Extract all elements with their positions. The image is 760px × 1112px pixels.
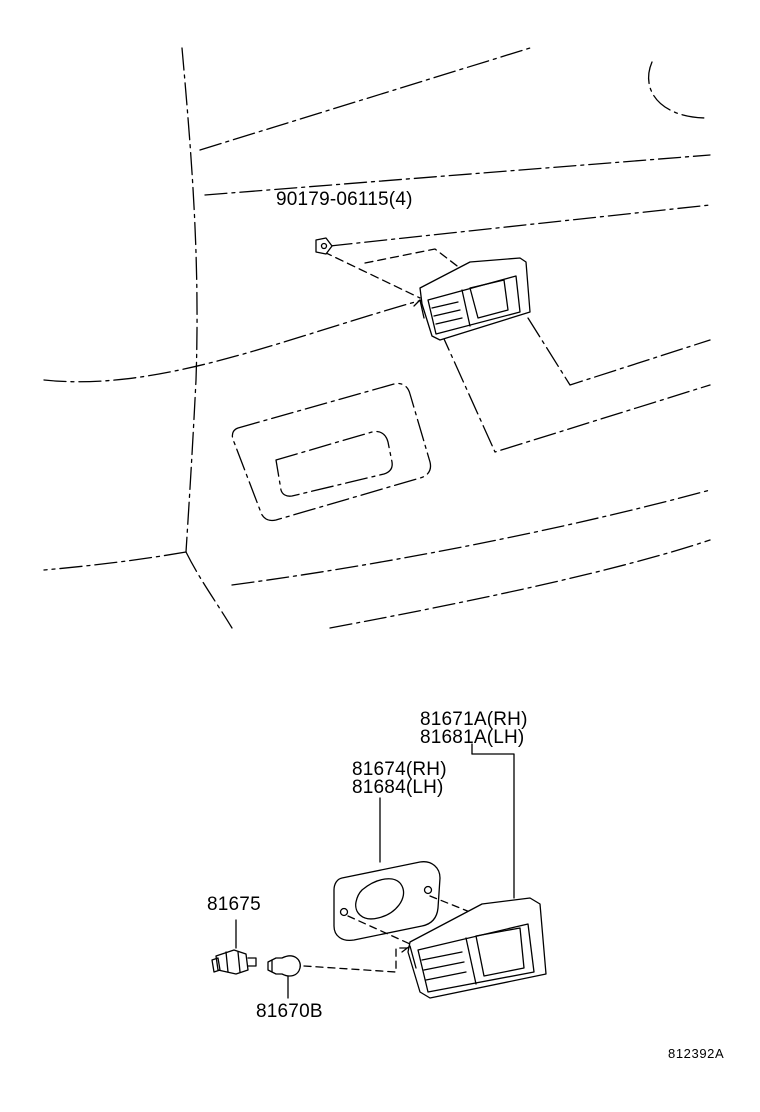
gasket-lh-part-label: 81684(LH)	[352, 777, 444, 798]
illustration-code: 812392A	[668, 1046, 725, 1061]
bulb-part-label: 81670B	[256, 1001, 323, 1022]
bolt-icon	[315, 237, 333, 255]
socket-part-label: 81675	[207, 894, 261, 915]
bolt-leader-line	[323, 251, 421, 299]
bulb-icon	[267, 955, 301, 977]
vehicle-body-outline	[43, 47, 711, 629]
gasket-rh-part-label: 81674(RH)	[352, 759, 447, 780]
installed-license-lamp-icon	[413, 257, 531, 341]
lamp-mount-line	[364, 248, 466, 273]
lamp-lens-assembly-icon	[401, 897, 547, 999]
gasket-icon	[333, 861, 441, 942]
socket-icon	[211, 949, 257, 975]
label-leader-lines	[235, 743, 515, 999]
lens-lh-part-label: 81681A(LH)	[420, 727, 525, 748]
lens-rh-part-label: 81671A(RH)	[420, 709, 528, 730]
bolt-part-label: 90179-06115(4)	[276, 189, 413, 210]
